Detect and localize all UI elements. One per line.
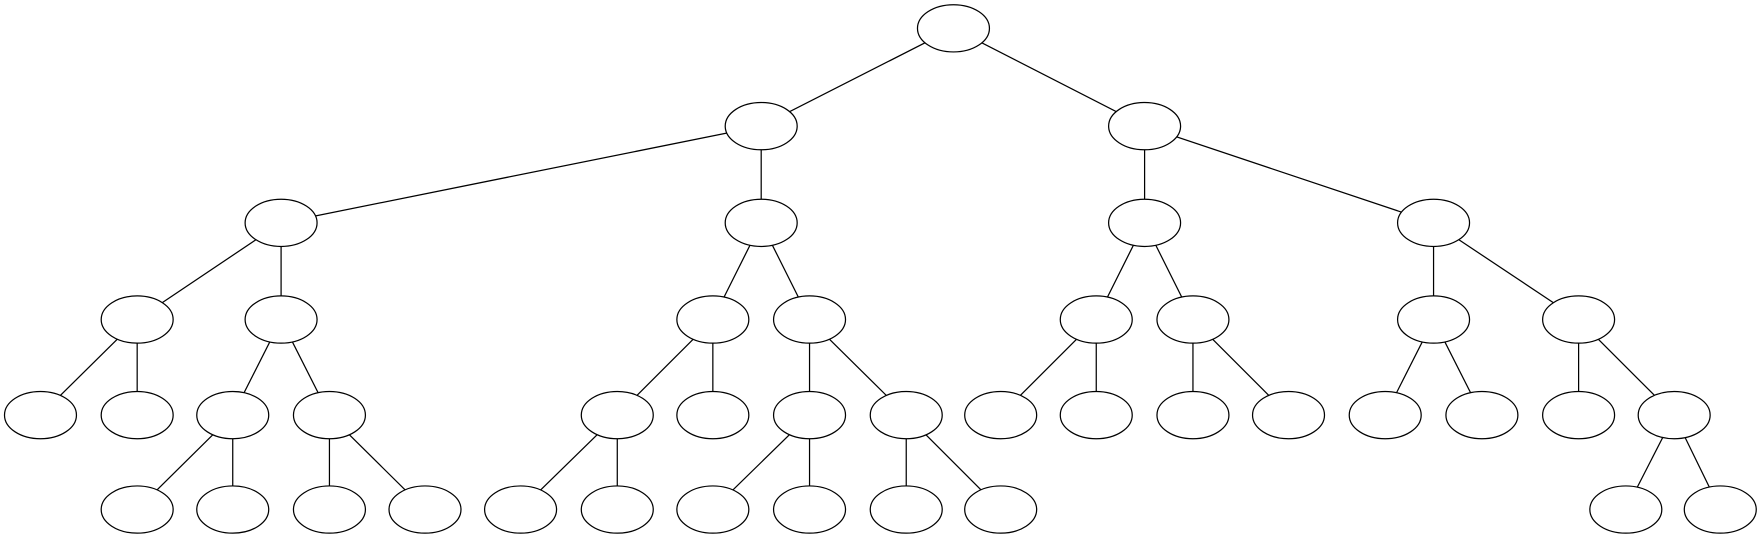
tree-node bbox=[1637, 390, 1711, 440]
tree-node bbox=[1108, 198, 1182, 248]
tree-node bbox=[244, 295, 318, 344]
tree-edge bbox=[1144, 125, 1434, 224]
tree-node bbox=[869, 485, 943, 534]
tree-node bbox=[772, 485, 847, 534]
tree-node bbox=[1059, 295, 1133, 344]
tree-node bbox=[1396, 295, 1471, 344]
tree-node bbox=[1348, 390, 1422, 440]
tree-node bbox=[1108, 101, 1182, 151]
tree-node bbox=[772, 390, 847, 440]
tree-node bbox=[964, 485, 1038, 534]
tree-node bbox=[1542, 390, 1616, 440]
tree-node bbox=[1589, 485, 1663, 534]
tree-node bbox=[676, 390, 750, 440]
nodes bbox=[3, 4, 1757, 534]
tree-node bbox=[964, 390, 1038, 440]
tree-node bbox=[292, 485, 367, 534]
tree-node bbox=[196, 485, 270, 534]
tree-node bbox=[676, 295, 750, 344]
tree-node bbox=[676, 485, 750, 534]
tree-node bbox=[196, 390, 270, 440]
tree-edge bbox=[953, 27, 1145, 127]
tree-node bbox=[388, 485, 462, 534]
tree-node bbox=[724, 101, 798, 151]
tree-node bbox=[1251, 390, 1326, 440]
tree-node bbox=[1156, 295, 1230, 344]
tree-node bbox=[772, 295, 847, 344]
tree-node bbox=[580, 485, 654, 534]
tree-node bbox=[292, 390, 367, 440]
tree-node bbox=[869, 390, 943, 440]
tree-node bbox=[916, 4, 991, 53]
tree-node bbox=[724, 198, 798, 248]
tree-node bbox=[483, 485, 558, 534]
tree-node bbox=[3, 390, 78, 440]
tree-node bbox=[244, 198, 318, 248]
tree-node bbox=[100, 485, 174, 534]
tree-node bbox=[100, 390, 174, 440]
tree-node bbox=[580, 390, 654, 440]
tree-node bbox=[1445, 390, 1519, 440]
tree-node bbox=[1156, 390, 1230, 440]
tree-node bbox=[1059, 390, 1133, 440]
tree-node bbox=[100, 295, 174, 344]
tree-node bbox=[1542, 295, 1616, 344]
tree-node bbox=[1683, 485, 1757, 534]
tree-node bbox=[1396, 198, 1471, 248]
tree-edge bbox=[760, 27, 954, 127]
tree-edge bbox=[280, 125, 762, 224]
